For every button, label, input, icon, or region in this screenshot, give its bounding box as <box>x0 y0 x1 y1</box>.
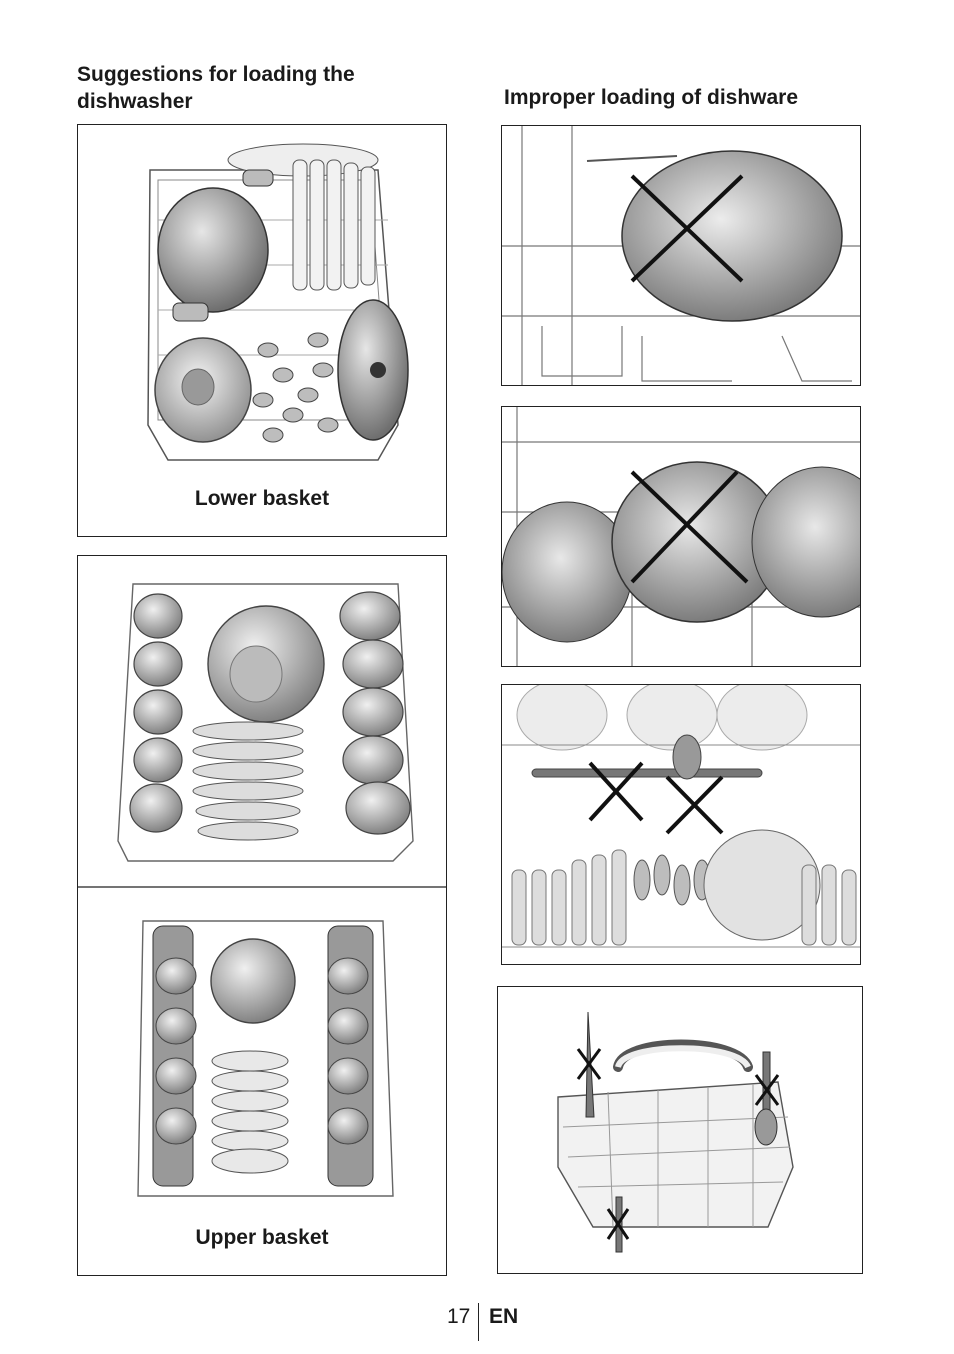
improper-panel-1 <box>501 125 861 386</box>
improper-illustration-2 <box>502 407 860 666</box>
improper-panel-4 <box>497 986 863 1274</box>
lower-basket-panel: Lower basket <box>77 124 447 537</box>
improper-illustration-3 <box>502 685 860 948</box>
cross-mark-icon <box>630 470 749 584</box>
footer-divider <box>478 1303 480 1341</box>
upper-basket-caption: Upper basket <box>195 1226 329 1249</box>
lower-basket-caption: Lower basket <box>194 487 330 510</box>
lower-basket-illustration <box>147 143 409 461</box>
page-number: 17 <box>447 1305 471 1328</box>
cutlery-basket-illustration <box>557 1011 794 1253</box>
language-label: EN <box>489 1305 519 1328</box>
improper-panel-2 <box>501 406 861 667</box>
improper-illustration-1 <box>502 126 860 385</box>
left-section-heading: Suggestions for loading the dishwasher <box>77 63 355 113</box>
right-section-heading: Improper loading of dishware <box>504 86 799 109</box>
upper-basket-illustration <box>78 583 446 1197</box>
upper-basket-panel: Upper basket <box>77 555 447 1276</box>
improper-panel-3 <box>501 684 861 965</box>
